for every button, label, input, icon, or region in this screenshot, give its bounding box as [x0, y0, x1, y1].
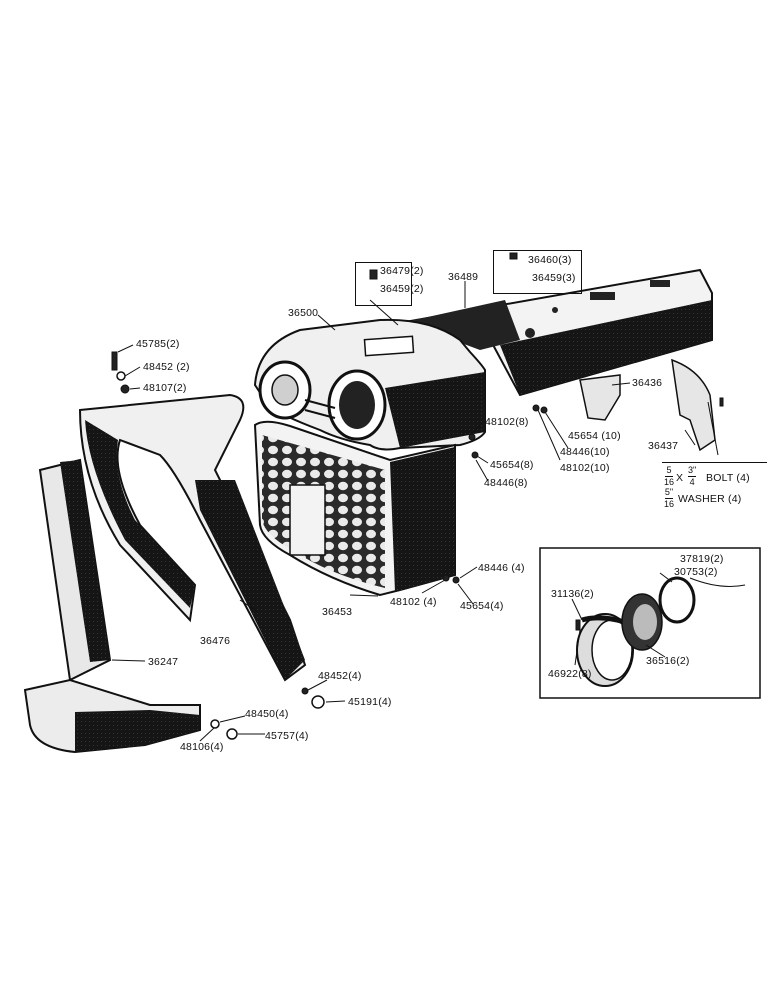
part-label-45654-4: 45654(4): [460, 600, 504, 612]
part-label-45191: 45191(4): [348, 696, 392, 708]
part-label-45757: 45757(4): [265, 730, 309, 742]
part-label-36516: 36516(2): [646, 655, 690, 667]
grille: [253, 420, 456, 597]
part-label-36437: 36437: [648, 440, 679, 452]
washer-den: 16: [664, 499, 675, 509]
part-label-36476: 36476: [200, 635, 231, 647]
part-label-36489: 36489: [448, 271, 479, 283]
leader-lines: [111, 281, 746, 742]
fender: [78, 393, 307, 682]
part-label-36453: 36453: [322, 606, 353, 618]
part-label-37819: 37819(2): [680, 553, 724, 565]
bolt-times: X: [676, 472, 684, 484]
part-label-48102-4: 48102 (4): [390, 596, 437, 608]
hood-panel: [404, 268, 713, 397]
part-label-36479: 36479(2): [380, 265, 424, 277]
part-label-45785: 45785(2): [136, 338, 180, 350]
part-label-48452-upper: 48452 (2): [143, 361, 190, 373]
part-label-48106: 48106(4): [180, 741, 224, 753]
washer-num: 5": [664, 487, 674, 497]
nose-casting: [253, 318, 486, 451]
hardware-bolts: [111, 252, 724, 740]
front-weight: [23, 458, 201, 754]
part-label-36500: 36500: [288, 307, 319, 319]
headlight-inset: [539, 547, 761, 699]
part-label-36459-hood-screw: 36459(3): [532, 272, 576, 284]
part-label-36460: 36460(3): [528, 254, 572, 266]
bolt-text: BOLT (4): [706, 472, 750, 484]
bolt-length-den: 4: [689, 477, 695, 487]
bolt-diameter-num: 5: [666, 465, 672, 475]
bolt-length-num: 3": [688, 465, 697, 475]
part-label-31136: 31136(2): [551, 588, 594, 600]
brackets: [579, 358, 716, 452]
part-label-48452-lower: 48452(4): [318, 670, 362, 682]
part-label-48446-4: 48446 (4): [478, 562, 525, 574]
part-label-36459-hood-bolt: 36459(2): [380, 283, 424, 295]
part-label-36247: 36247: [148, 656, 179, 668]
part-label-48107: 48107(2): [143, 382, 187, 394]
part-label-45654-8: 45654(8): [490, 459, 534, 471]
part-label-45654-10: 45654 (10): [568, 430, 621, 442]
bolt-diameter-den: 16: [664, 477, 675, 487]
washer-text: WASHER (4): [678, 493, 742, 505]
callout-box-hood-screws: [493, 250, 582, 294]
part-label-48102-8: 48102(8): [485, 416, 529, 428]
part-label-30753: 30753(2): [674, 566, 718, 578]
bolt-washer-note: 5 16 X 3" 4 BOLT (4) 5" 16 WASHER (4): [662, 462, 767, 511]
part-label-46922: 46922(8): [548, 668, 592, 680]
part-label-36436: 36436: [632, 377, 663, 389]
part-label-48450: 48450(4): [245, 708, 289, 720]
part-label-48102-10: 48102(10): [560, 462, 610, 474]
part-label-48446-8: 48446(8): [484, 477, 528, 489]
part-label-48446-10: 48446(10): [560, 446, 610, 458]
callout-box-hood-bolts: [355, 262, 412, 306]
